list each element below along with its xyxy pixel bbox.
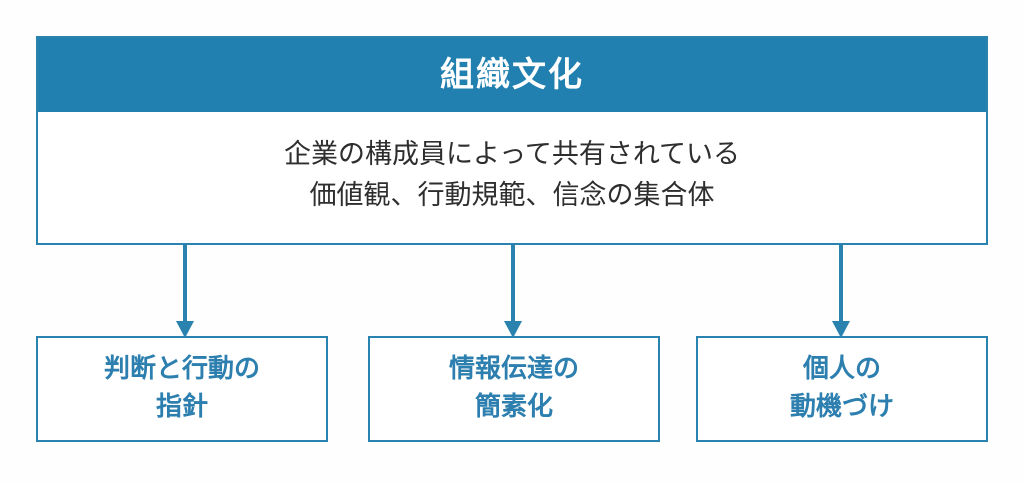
arrow-down-icon-3 bbox=[832, 245, 850, 338]
arrow-head-1 bbox=[176, 321, 194, 338]
arrow-down-icon-1 bbox=[176, 245, 194, 338]
outcome-box-2-line-1: 情報伝達の bbox=[448, 354, 579, 385]
outcome-box-1-line-2: 指針 bbox=[155, 392, 208, 422]
outcome-box-1: 判断と行動の 指針 bbox=[36, 336, 328, 442]
main-concept-header: 組織文化 bbox=[38, 38, 986, 112]
main-concept-description-line-2: 価値観、行動規範、信念の集合体 bbox=[309, 179, 715, 211]
arrow-down-icon-2 bbox=[504, 245, 522, 338]
main-concept-description: 企業の構成員によって共有されている 価値観、行動規範、信念の集合体 bbox=[38, 112, 986, 243]
main-concept-description-line-1: 企業の構成員によって共有されている bbox=[283, 139, 741, 170]
outcome-box-1-line-1: 判断と行動の bbox=[103, 354, 260, 385]
outcome-box-3-line-2: 動機づけ bbox=[789, 392, 894, 422]
arrow-head-3 bbox=[832, 321, 850, 338]
arrow-stem-2 bbox=[511, 245, 515, 323]
main-concept-box: 組織文化 企業の構成員によって共有されている 価値観、行動規範、信念の集合体 bbox=[36, 36, 988, 245]
outcome-box-3-line-1: 個人の bbox=[802, 354, 881, 385]
outcome-box-3: 個人の 動機づけ bbox=[696, 336, 988, 442]
arrow-stem-1 bbox=[183, 245, 187, 323]
main-concept-title: 組織文化 bbox=[440, 55, 584, 95]
arrow-stem-3 bbox=[839, 245, 843, 323]
arrow-head-2 bbox=[504, 321, 522, 338]
outcome-box-2-line-2: 簡素化 bbox=[474, 392, 553, 422]
outcome-box-2: 情報伝達の 簡素化 bbox=[368, 336, 660, 442]
